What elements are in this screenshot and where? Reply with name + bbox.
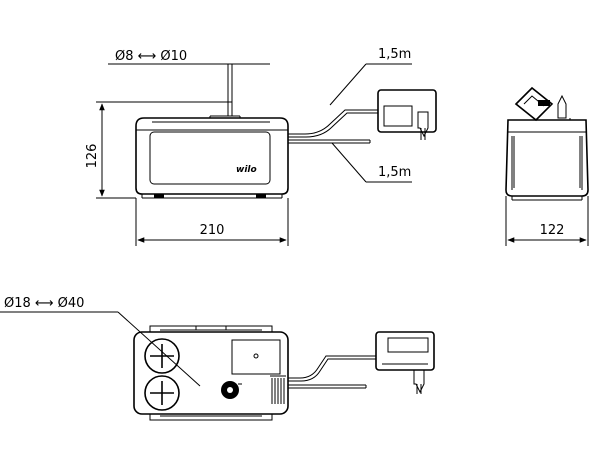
inlet-port-top — [221, 381, 242, 399]
sensor-cover — [231, 339, 281, 375]
pump-housing-front — [135, 115, 289, 199]
outlet-leader — [117, 311, 201, 387]
vent-grille — [270, 375, 286, 404]
width-label: 210 — [200, 223, 225, 238]
cable-leader-top — [329, 63, 367, 106]
side-view: 122 — [505, 86, 589, 246]
cable-length-bottom: 1,5m — [378, 165, 411, 180]
outlet-diameter-label: Ø18 ⟷ Ø40 — [4, 296, 84, 311]
inlet-diameter-label: Ø8 ⟷ Ø10 — [115, 49, 187, 64]
cable-leader-bottom — [331, 142, 367, 183]
pump-housing-top — [133, 325, 289, 421]
foot-right — [256, 194, 266, 198]
cable-length-top: 1,5m — [378, 47, 411, 62]
power-adapter-front — [377, 89, 437, 140]
pump-housing-side — [505, 119, 589, 201]
inlet-tube — [227, 63, 233, 116]
height-label: 126 — [85, 144, 100, 169]
power-adapter-top — [375, 331, 435, 394]
sensor-dot — [253, 353, 259, 359]
front-view: Ø8 ⟷ Ø10 wilo 126 — [85, 47, 437, 246]
outlet-port-1 — [144, 338, 180, 374]
outlet-port-2 — [144, 375, 180, 411]
top-view: Ø18 ⟷ Ø40 — [0, 296, 435, 421]
brand-logo-front: wilo — [236, 165, 257, 175]
foot-left — [154, 194, 164, 198]
adapter-side — [514, 86, 571, 122]
power-cable — [288, 109, 378, 144]
depth-label: 122 — [540, 223, 565, 238]
power-cable-top — [288, 355, 376, 389]
